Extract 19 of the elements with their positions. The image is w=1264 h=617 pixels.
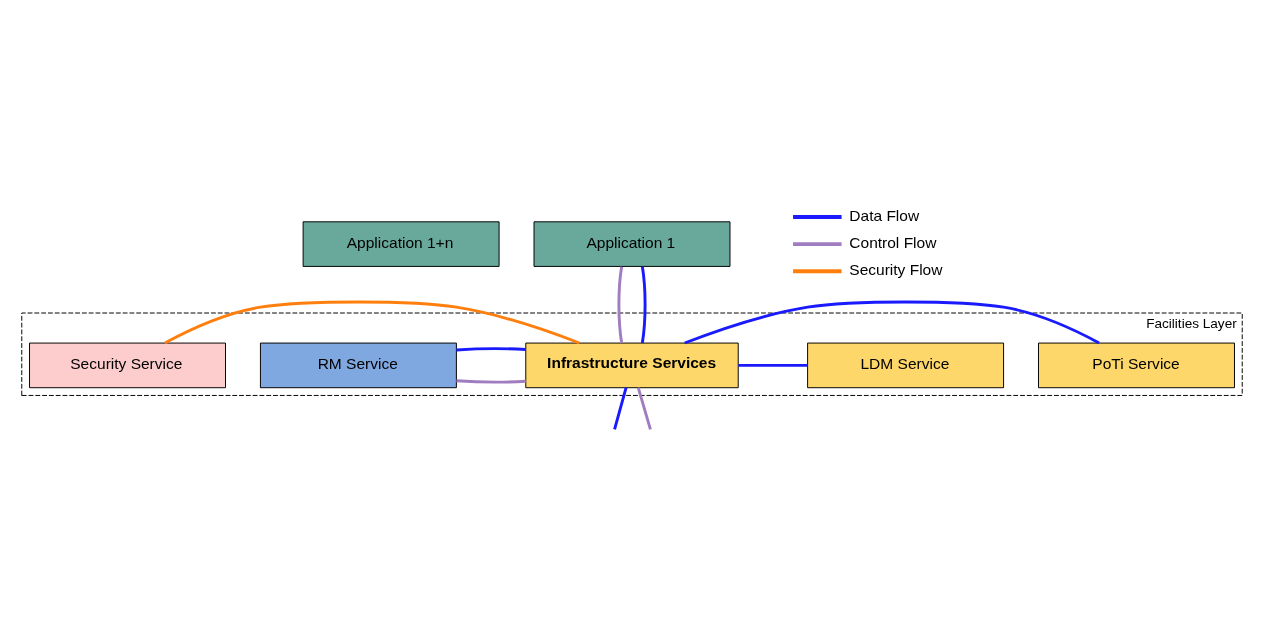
node-box: PoTi Service: [1038, 342, 1235, 389]
connector: [613, 387, 628, 430]
connector: [617, 266, 624, 344]
node-box: Application 1+n: [302, 221, 500, 267]
connector: [456, 379, 526, 384]
node-box: LDM Service: [807, 342, 1005, 389]
connector: [164, 300, 580, 345]
node-box: Application 1: [533, 221, 731, 267]
legend-label: Security Flow: [849, 260, 943, 278]
connector: [684, 300, 1100, 345]
node-box: Security Service: [29, 342, 226, 389]
node-box: Infrastructure Services: [525, 342, 739, 389]
connector: [456, 347, 526, 352]
connector: [738, 363, 808, 367]
legend-label: Data Flow: [849, 206, 920, 224]
legend-label: Control Flow: [849, 233, 937, 251]
connector: [640, 266, 647, 344]
node-box: RM Service: [259, 342, 457, 389]
connector: [636, 387, 652, 430]
